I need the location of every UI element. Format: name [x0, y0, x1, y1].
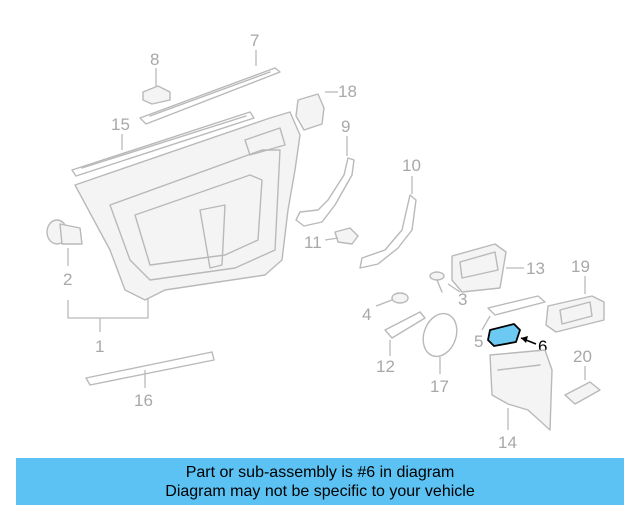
part-15-weatherstrip: 15 [71, 111, 255, 177]
part-19-handle-assembly: 19 [545, 257, 605, 333]
part-14-map-pocket: 14 [489, 349, 553, 452]
callout-12[interactable]: 12 [376, 357, 395, 376]
callout-3[interactable]: 3 [458, 290, 467, 309]
part-10-armrest-trim: 10 [359, 156, 421, 269]
part-3-push-pin: 3 [429, 271, 467, 309]
part-18-bracket: 18 [295, 82, 357, 131]
callout-10[interactable]: 10 [402, 156, 421, 175]
parts-diagram: 7 8 15 1 2 18 9 [46, 31, 605, 452]
callout-9[interactable]: 9 [341, 117, 350, 136]
callout-18[interactable]: 18 [338, 82, 357, 101]
part-20-switch: 20 [564, 347, 601, 405]
banner-line-1: Part or sub-assembly is #6 in diagram [185, 463, 455, 481]
part-7-belt-molding: 7 [139, 31, 281, 125]
banner-line-2: Diagram may not be specific to your vehi… [165, 482, 475, 500]
part-13-switch-housing: 13 [451, 243, 545, 293]
part-8-clip: 8 [142, 50, 171, 105]
callout-17[interactable]: 17 [430, 377, 449, 396]
callout-2[interactable]: 2 [63, 270, 72, 289]
part-6-highlighted[interactable]: 6 [487, 323, 547, 356]
part-11-fastener: 11 [304, 227, 359, 252]
callout-11[interactable]: 11 [304, 233, 322, 252]
part-1-door-trim-panel: 1 [67, 111, 301, 356]
part-4-fastener: 4 [362, 292, 409, 324]
part-9-pull-strap: 9 [295, 117, 355, 227]
callout-20[interactable]: 20 [573, 347, 592, 366]
callout-8[interactable]: 8 [150, 50, 159, 69]
callout-19[interactable]: 19 [571, 257, 590, 276]
info-banner: Part or sub-assembly is #6 in diagram Di… [16, 458, 624, 505]
callout-15[interactable]: 15 [111, 115, 130, 134]
part-17-speaker-cover: 17 [422, 312, 458, 396]
part-5-handle-bezel: 5 [474, 295, 546, 351]
callout-7[interactable]: 7 [250, 31, 259, 50]
callout-4[interactable]: 4 [362, 305, 371, 324]
part-16-lower-rail: 16 [85, 351, 215, 410]
callout-14[interactable]: 14 [498, 433, 517, 452]
callout-1[interactable]: 1 [95, 337, 104, 356]
callout-13[interactable]: 13 [526, 259, 545, 278]
callout-16[interactable]: 16 [134, 391, 153, 410]
part-2-grommet: 2 [46, 219, 83, 289]
part-12-trim-piece: 12 [376, 311, 426, 376]
callout-5[interactable]: 5 [474, 332, 483, 351]
callout-6[interactable]: 6 [538, 337, 547, 356]
